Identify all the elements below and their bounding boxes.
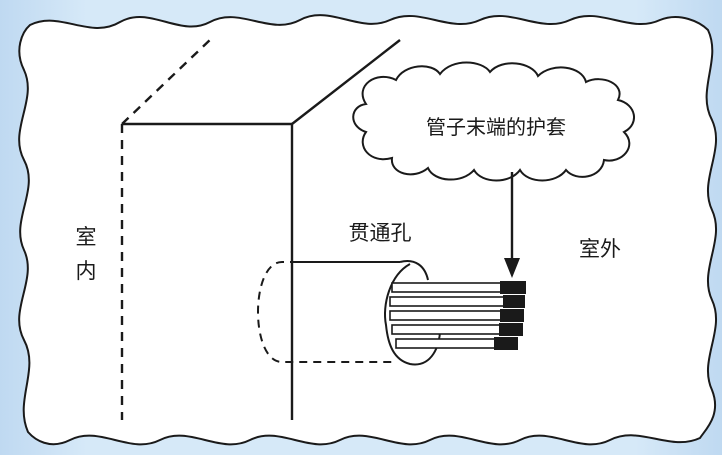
pipe: [389, 309, 524, 322]
pipe: [395, 337, 518, 350]
through-hole-lip: [399, 260, 429, 281]
wall-top-edge: [291, 39, 401, 125]
pipe: [389, 295, 525, 308]
label-indoor-1: 室: [76, 225, 97, 249]
callout-label: 管子末端的护套: [426, 115, 566, 139]
pipe: [391, 323, 523, 336]
pipe: [391, 281, 526, 294]
through-hole-tube: [257, 261, 396, 363]
label-through-hole: 贯通孔: [349, 221, 412, 245]
label-outdoor: 室外: [579, 237, 621, 261]
pipe-bundle: [389, 281, 526, 350]
wall-hidden-edge-diagonal: [121, 37, 213, 125]
callout-arrow-head: [504, 258, 520, 278]
label-indoor-2: 内: [76, 259, 97, 283]
callout-cloud: [352, 61, 635, 182]
through-hole-mouth: [384, 263, 441, 366]
